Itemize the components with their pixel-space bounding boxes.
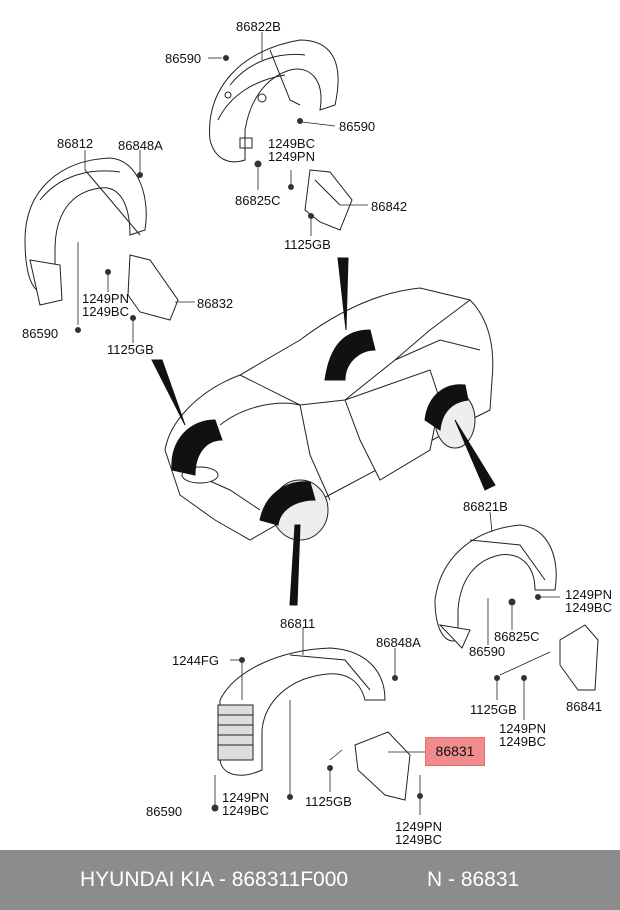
label-86848A-right: 86848A [376,635,421,650]
highlighted-part-86831: 86831 [425,737,485,766]
label-86822B: 86822B [236,19,281,34]
car-illustration [164,287,494,541]
parts-diagram [24,32,599,815]
rear-liner-shape-top [324,329,376,381]
front-liner-shape [171,419,223,476]
mud-guard-front-left [127,254,179,321]
part-number-footer: HYUNDAI KIA - 868311F000 N - 86831 [0,850,620,910]
label-86832: 86832 [197,296,234,311]
label-86825C-right: 86825C [494,629,540,644]
label-1125GB-bottom: 1125GB [305,794,352,809]
rear-wheel-liner-left [209,39,339,163]
label-86848A-left: 86848A [118,138,163,153]
label-86825C-top: 86825C [235,193,281,208]
label-86841: 86841 [566,699,603,714]
label-1125GB-top: 1125GB [284,237,331,252]
mud-guard-rear-left [304,169,353,231]
label-86590-top: 86590 [165,51,202,66]
front-liner-shape-right [259,481,316,526]
front-wheel-liner-left [24,157,147,306]
pointer-top [337,257,349,331]
label-86590-rear: 86590 [339,119,376,134]
label-1125GB-left: 1125GB [107,342,154,357]
label-86590-left: 86590 [22,326,59,341]
pointer-bottom [289,524,301,606]
footer-item-number: N - 86831 [427,868,520,891]
pointer-left [151,359,186,426]
label-1244FG: 1244FG [172,653,219,668]
pointer-right [454,419,496,491]
rear-liner-shape-right [424,384,469,431]
footer-part-number: HYUNDAI KIA - 868311F000 [80,868,349,891]
label-86842: 86842 [371,199,408,214]
bolt-markers [75,55,541,812]
rear-wheel-liner-right [434,524,557,649]
label-86590-right: 86590 [469,644,506,659]
mud-guard-front-right [354,731,411,801]
mud-guard-rear-right [559,624,599,691]
front-wheel-liner-right [217,647,386,776]
label-86812: 86812 [57,136,94,151]
label-86590-bottom: 86590 [146,804,183,819]
label-1125GB-right: 1125GB [470,702,517,717]
label-86811: 86811 [280,616,316,631]
label-86821B: 86821B [463,499,508,514]
